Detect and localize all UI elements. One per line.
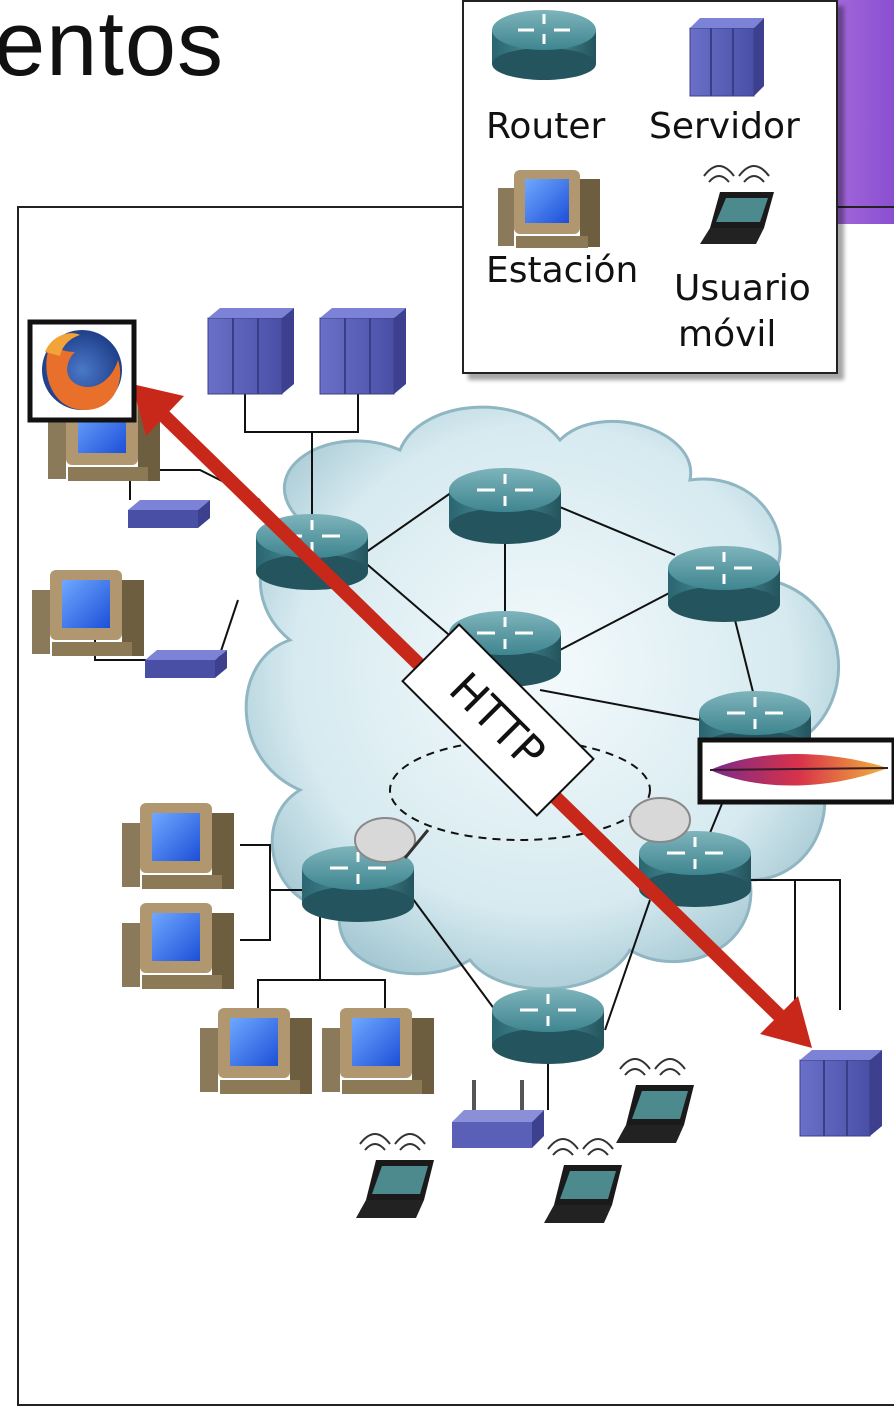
apache-feather-icon <box>697 737 894 805</box>
legend-box: Router Servidor Estación Usuario móvil <box>462 0 838 374</box>
link-r6-r8 <box>409 894 496 1011</box>
workstation-icon <box>122 803 234 889</box>
arrowhead-server <box>760 996 812 1048</box>
workstation-icon <box>32 570 144 656</box>
legend-router-label: Router <box>486 106 606 147</box>
router-icon <box>668 546 780 622</box>
network-diagram: HTTP <box>27 308 894 1223</box>
server-icon <box>207 308 294 395</box>
link-r8-r7 <box>604 899 651 1031</box>
legend-mobile-label-line2: móvil <box>678 314 777 355</box>
router-icon <box>302 846 414 922</box>
router-icon <box>492 988 604 1064</box>
servers <box>207 308 882 1137</box>
legend-mobile-label-line1: Usuario <box>674 268 811 309</box>
laptop-icon <box>700 165 774 244</box>
laptop-icon <box>616 1058 694 1143</box>
slide-title: entos <box>0 0 225 95</box>
link-r7-server <box>750 879 841 1010</box>
legend-station-label: Estación <box>486 250 639 291</box>
link-stations-left <box>240 844 271 941</box>
router-icon <box>492 10 596 80</box>
firefox-icon <box>27 319 137 423</box>
link-r4-r5 <box>734 619 756 701</box>
modem-icon <box>145 650 227 678</box>
legend-server-label: Servidor <box>649 106 800 147</box>
laptop-icon <box>544 1138 622 1223</box>
link-r1-r3 <box>361 559 456 641</box>
satellite-dish-icon <box>629 797 691 843</box>
legend-icons <box>492 10 774 248</box>
server-icon <box>689 18 764 97</box>
link-stations-bottom <box>257 979 386 1010</box>
link-r1-r2 <box>361 489 456 556</box>
server-icon <box>319 308 406 395</box>
workstation-icon <box>322 1008 434 1094</box>
workstations <box>32 395 434 1094</box>
arrowhead-client <box>132 384 184 436</box>
laptop-icon <box>356 1133 434 1218</box>
router-icon <box>449 468 561 544</box>
satellite-dish-icon <box>354 817 430 863</box>
modem-icon <box>128 500 210 528</box>
link-r3-r4 <box>559 589 676 651</box>
server-icon <box>799 1050 882 1137</box>
workstation-icon <box>200 1008 312 1094</box>
wireless-access-point-icon <box>452 1080 544 1148</box>
workstation-icon <box>498 170 600 248</box>
workstation-icon <box>122 903 234 989</box>
wireless-link-dashed <box>389 739 651 841</box>
link-r2-r4 <box>554 504 676 556</box>
link-r3-r5 <box>539 689 701 721</box>
